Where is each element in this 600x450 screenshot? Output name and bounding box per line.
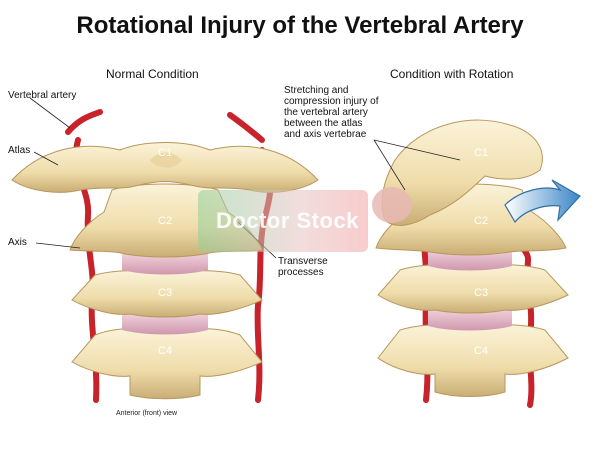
label-injury-line4: between the atlas xyxy=(284,118,363,129)
right-label-c3: C3 xyxy=(474,287,489,299)
rotation-arrow xyxy=(504,179,581,224)
right-panel-heading: Condition with Rotation xyxy=(390,67,514,81)
left-disc-c3-c4 xyxy=(122,312,208,335)
right-label-c2: C2 xyxy=(474,215,489,227)
label-injury-line2: compression injury of xyxy=(284,96,379,107)
right-c4-vertebra xyxy=(377,323,569,397)
label-axis: Axis xyxy=(8,237,27,248)
view-caption: Anterior (front) view xyxy=(116,410,178,417)
label-injury-line3: the vertebral artery xyxy=(284,107,368,118)
diagram-title: Rotational Injury of the Vertebral Arter… xyxy=(76,12,524,39)
label-transverse-processes-line1: Transverse xyxy=(278,256,328,267)
left-spine xyxy=(11,109,319,403)
label-transverse-processes-line2: processes xyxy=(278,267,324,278)
label-injury-line5: and axis vertebrae xyxy=(284,129,367,140)
left-label-c2: C2 xyxy=(158,215,173,227)
left-label-c3: C3 xyxy=(158,287,173,299)
right-label-c1: C1 xyxy=(474,147,489,159)
label-atlas: Atlas xyxy=(8,145,31,156)
right-disc-c3-c4 xyxy=(428,308,512,331)
label-injury-line1: Stretching and xyxy=(284,85,349,96)
right-label-c4: C4 xyxy=(474,345,489,357)
right-c3-vertebra xyxy=(377,263,569,314)
left-disc-c2-c3 xyxy=(122,252,208,275)
right-spine xyxy=(372,119,569,408)
left-c4-vertebra xyxy=(71,327,263,400)
watermark-text: Doctor Stock xyxy=(216,208,359,233)
left-panel-heading: Normal Condition xyxy=(106,67,199,81)
left-label-c1: C1 xyxy=(158,147,173,159)
left-label-c4: C4 xyxy=(158,345,173,357)
label-vertebral-artery: Vertebral artery xyxy=(8,90,77,101)
watermark-badge xyxy=(198,190,368,252)
